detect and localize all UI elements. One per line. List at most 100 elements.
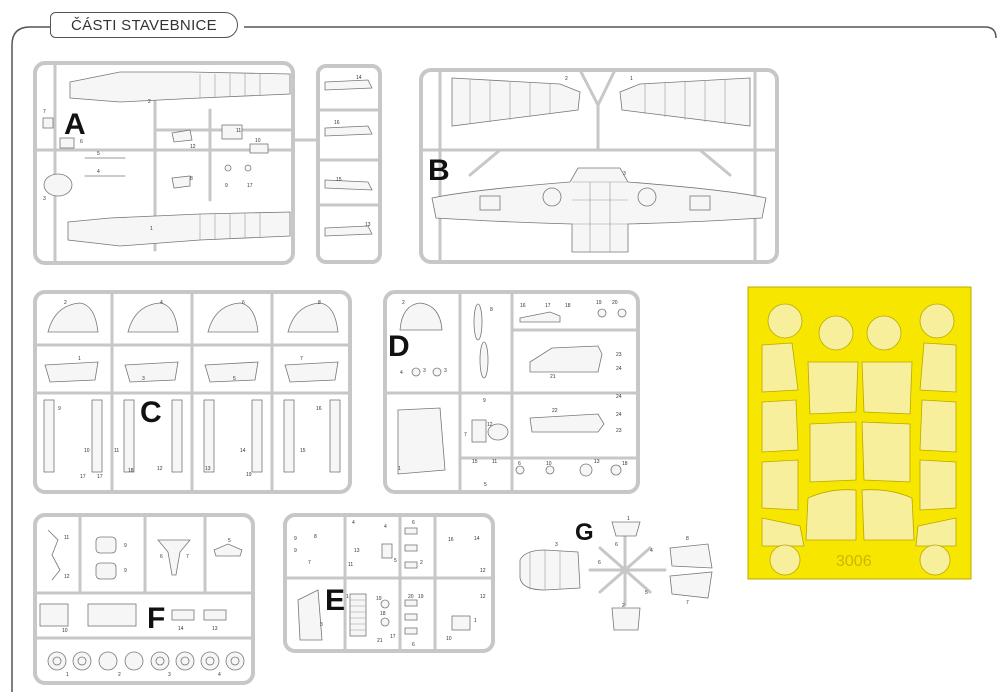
part-number: 11 [348, 562, 353, 568]
part-number: 13 [212, 626, 218, 632]
part-number: 12 [480, 568, 486, 574]
part-number: 1 [474, 618, 477, 624]
part-number: 10 [255, 138, 261, 144]
part-number: 20 [612, 300, 618, 306]
section-title-tab: ČÁSTI STAVEBNICE [50, 12, 238, 38]
part-number: 8 [314, 534, 317, 540]
part-number: 24 [616, 394, 622, 400]
part-number: 4 [352, 520, 355, 526]
part-number: 3 [555, 542, 558, 548]
part-number: 19 [246, 472, 252, 478]
sprue-f: F 11 12 9 9 6 7 5 10 14 13 1 2 3 4 [33, 513, 255, 685]
part-number: 16 [520, 303, 526, 309]
sprue-c: C 2 4 6 8 1 3 5 7 9 10 11 12 13 14 15 16… [33, 290, 352, 494]
part-number: 24 [616, 412, 622, 418]
part-number: 1 [150, 226, 153, 232]
part-number: 19 [376, 596, 382, 602]
part-number: 16 [334, 120, 340, 126]
part-number: 11 [64, 535, 69, 541]
part-number: 5 [97, 151, 100, 157]
part-number: 4 [218, 672, 221, 678]
part-number: 1 [630, 76, 633, 82]
part-number: 1 [398, 466, 401, 472]
part-number: 9 [294, 548, 297, 554]
part-number: 5 [394, 558, 397, 564]
part-number: 9 [483, 398, 486, 404]
part-number: 3 [142, 376, 145, 382]
part-number: 11 [492, 459, 497, 465]
part-number: 2 [118, 672, 121, 678]
sprue-d: D 2 8 16 17 18 19 20 4 3 3 21 23 24 22 2… [383, 290, 640, 494]
section-title: ČÁSTI STAVEBNICE [71, 16, 217, 34]
part-number: 7 [186, 554, 189, 560]
part-number: 9 [225, 183, 228, 189]
part-number: 4 [650, 548, 653, 554]
part-number: 5 [228, 538, 231, 544]
part-number: 3 [444, 368, 447, 374]
sprue-g: G 1 3 6 4 6 5 8 7 2 [519, 516, 713, 631]
part-number: 6 [242, 300, 245, 306]
part-number: 2 [420, 560, 423, 566]
part-number: 16 [448, 537, 454, 543]
part-number: 3 [623, 171, 626, 177]
part-number: 6 [80, 139, 83, 145]
part-number: 18 [565, 303, 571, 309]
part-number: 4 [384, 524, 387, 530]
part-number: 1 [346, 594, 349, 600]
part-number: 2 [565, 76, 568, 82]
sprue-a: A 2 1 7 6 5 4 3 11 12 10 8 9 17 14 16 15… [33, 61, 382, 265]
part-number: 21 [550, 374, 556, 380]
part-number: 4 [160, 300, 163, 306]
part-number: 3 [423, 368, 426, 374]
part-number: 2 [64, 300, 67, 306]
sprue-b: B 2 1 3 [419, 68, 779, 264]
part-number: 6 [615, 542, 618, 548]
part-number: 2 [622, 603, 625, 609]
part-number: 9 [58, 406, 61, 412]
part-number: 17 [97, 474, 103, 480]
part-number: 7 [308, 560, 311, 566]
part-number: 6 [518, 461, 521, 467]
part-number: 6 [160, 554, 163, 560]
part-number: 7 [43, 109, 46, 115]
mask-sheet: 3006 [747, 286, 972, 580]
part-number: 3 [168, 672, 171, 678]
part-number: 23 [616, 352, 622, 358]
part-number: 13 [365, 222, 371, 228]
part-number: 3 [320, 622, 323, 628]
part-number: 12 [157, 466, 163, 472]
part-number: 24 [616, 366, 622, 372]
part-number: 13 [354, 548, 360, 554]
part-number: 7 [300, 356, 303, 362]
part-number: 11 [236, 128, 241, 134]
part-number: 4 [400, 370, 403, 376]
part-number: 10 [446, 636, 452, 642]
part-number: 6 [598, 560, 601, 566]
part-number: 17 [390, 634, 396, 640]
sprue-label: G [575, 519, 594, 546]
part-number: 17 [247, 183, 253, 189]
part-number: 9 [124, 543, 127, 549]
part-number: 1 [627, 516, 630, 522]
part-number: 8 [190, 176, 193, 182]
part-number: 10 [62, 628, 68, 634]
sprue-label: E [325, 584, 345, 617]
part-number: 7 [686, 600, 689, 606]
part-number: 14 [356, 75, 362, 81]
part-number: 14 [240, 448, 246, 454]
sprue-label: F [147, 602, 165, 635]
part-number: 10 [84, 448, 90, 454]
part-number: 18 [128, 468, 134, 474]
part-number: 14 [178, 626, 184, 632]
part-number: 5 [645, 590, 648, 596]
part-number: 9 [294, 536, 297, 542]
sprue-label: A [64, 108, 86, 141]
part-number: 14 [474, 536, 480, 542]
part-number: 11 [114, 448, 119, 454]
part-number: 5 [233, 376, 236, 382]
part-number: 13 [205, 466, 211, 472]
part-number: 2 [148, 99, 151, 105]
part-number: 12 [487, 422, 493, 428]
part-number: 21 [377, 638, 383, 644]
part-number: 5 [484, 482, 487, 488]
